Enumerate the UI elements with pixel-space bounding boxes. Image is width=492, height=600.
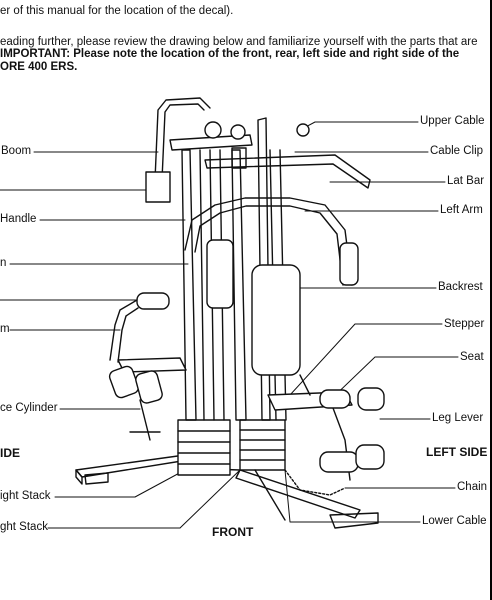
leg-lever	[319, 387, 385, 481]
press-arms	[184, 197, 359, 309]
intro-line-1: er of this manual for the location of th…	[0, 5, 234, 17]
label-lat-bar: Lat Bar	[447, 175, 485, 187]
label-upper-cable: Upper Cable	[420, 115, 485, 127]
label-seat: Seat	[460, 351, 484, 363]
label-handle: Handle	[0, 213, 37, 225]
intro-line-3: IMPORTANT: Please note the location of t…	[0, 48, 460, 60]
label-front: FRONT	[212, 525, 254, 539]
weight-stack-left	[239, 419, 286, 471]
label-leg-lever: Leg Lever	[432, 412, 484, 424]
label-stepper: Stepper	[444, 318, 485, 330]
label-left-m: m	[0, 323, 10, 335]
lat-bar	[204, 147, 371, 189]
label-boom: Boom	[1, 145, 32, 157]
label-cable-clip: Cable Clip	[430, 145, 484, 157]
leader-lines	[0, 121, 459, 529]
intro-line-2: eading further, please review the drawin…	[0, 36, 478, 48]
top-frame-boom	[145, 97, 310, 203]
weight-stack-right	[177, 419, 231, 476]
label-backrest: Backrest	[438, 281, 483, 293]
label-right-weight-stack: ight Stack	[0, 490, 51, 502]
label-left-side: LEFT SIDE	[426, 445, 488, 459]
label-lower-cable: Lower Cable	[422, 515, 487, 527]
label-left-n: n	[0, 257, 7, 269]
backrest-pad	[251, 264, 301, 376]
rear-station	[108, 292, 187, 441]
label-cylinder: ce Cylinder	[0, 402, 58, 414]
label-left-weight-stack: ght Stack	[0, 521, 48, 533]
label-left-arm: Left Arm	[440, 204, 483, 216]
label-chain: Chain	[457, 481, 488, 493]
chain	[284, 469, 346, 496]
intro-line-4: ORE 400 ERS.	[0, 61, 78, 73]
label-right-side: IDE	[0, 446, 21, 460]
lower-cable-line	[254, 469, 286, 521]
